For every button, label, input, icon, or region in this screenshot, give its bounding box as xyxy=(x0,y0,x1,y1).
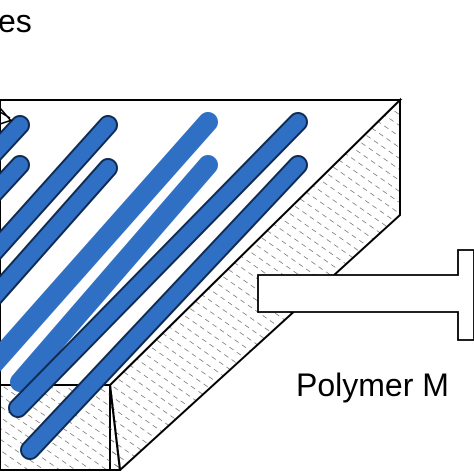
label-polymer-matrix: Polymer M xyxy=(296,367,449,403)
fiber-5 xyxy=(0,112,218,372)
slab-edge-front-vertical xyxy=(109,384,121,471)
fibers xyxy=(0,112,308,460)
corner-indicator-arrow xyxy=(0,111,13,125)
label-top-fragment: es xyxy=(0,3,32,39)
fiber-6 xyxy=(10,155,218,392)
process-arrow xyxy=(257,249,474,341)
